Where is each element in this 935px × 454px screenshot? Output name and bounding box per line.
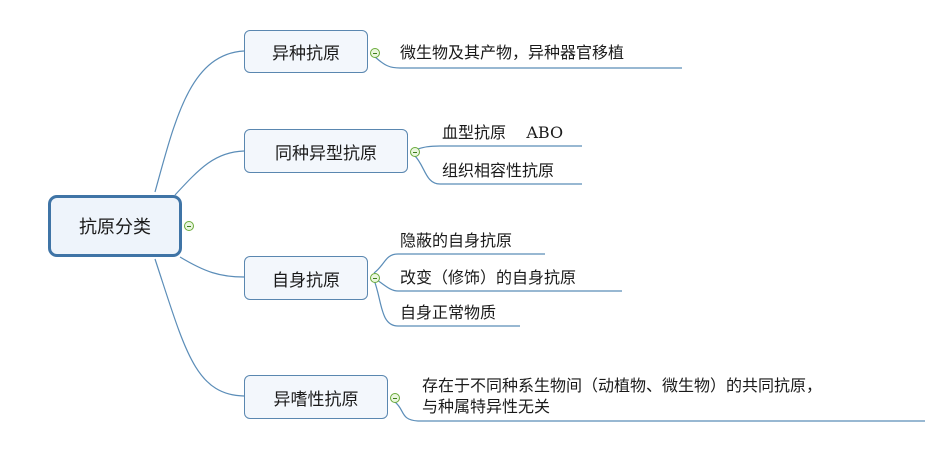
link-b3-leaf-1 <box>373 253 545 274</box>
branch-node-2[interactable]: 同种异型抗原 <box>244 129 408 173</box>
root-node[interactable]: 抗原分类 <box>48 195 182 257</box>
link-root-branch-4 <box>154 258 245 397</box>
collapse-icon[interactable] <box>184 221 194 231</box>
branch-node-3[interactable]: 自身抗原 <box>244 256 368 300</box>
leaf-line: 存在于不同种系生物间（动植物、微生物）的共同抗原， <box>422 376 823 395</box>
root-label: 抗原分类 <box>79 217 151 238</box>
link-b3-leaf-3 <box>373 279 520 327</box>
branch-label: 同种异型抗原 <box>275 143 377 164</box>
link-b2-leaf-2 <box>413 154 582 185</box>
collapse-icon[interactable] <box>370 48 380 58</box>
branch-node-4[interactable]: 异嗜性抗原 <box>244 375 388 419</box>
leaf-item: 自身正常物质 <box>400 303 497 322</box>
link-b4-leaf-1 <box>394 401 925 422</box>
leaf-item: 改变（修饰）的自身抗原 <box>400 268 577 287</box>
leaf-item: 隐蔽的自身抗原 <box>400 231 513 250</box>
link-root-branch-2 <box>174 150 245 196</box>
link-b2-leaf-1 <box>413 145 582 151</box>
link-root-branch-3 <box>179 256 245 278</box>
branch-label: 自身抗原 <box>272 270 340 291</box>
branch-label: 异种抗原 <box>272 44 340 64</box>
link-root-branch-1 <box>154 50 245 193</box>
leaf-item: 血型抗原 ABO <box>442 122 563 144</box>
leaf-item: 组织相容性抗原 <box>442 161 555 180</box>
leaf-item: 微生物及其产物，异种器官移植 <box>400 43 625 62</box>
branch-label: 异嗜性抗原 <box>273 389 359 410</box>
branch-node-1[interactable]: 异种抗原 <box>244 30 368 73</box>
leaf-line: 与种属特异性无关 <box>422 397 551 416</box>
link-b1-leaf-1 <box>373 55 682 69</box>
leaf-item: 存在于不同种系生物间（动植物、微生物）的共同抗原， 与种属特异性无关 <box>422 375 822 417</box>
collapse-icon[interactable] <box>370 273 380 283</box>
collapse-icon[interactable] <box>390 393 400 403</box>
leaf-text: 血型抗原 ABO <box>442 123 564 142</box>
collapse-icon[interactable] <box>410 147 420 157</box>
